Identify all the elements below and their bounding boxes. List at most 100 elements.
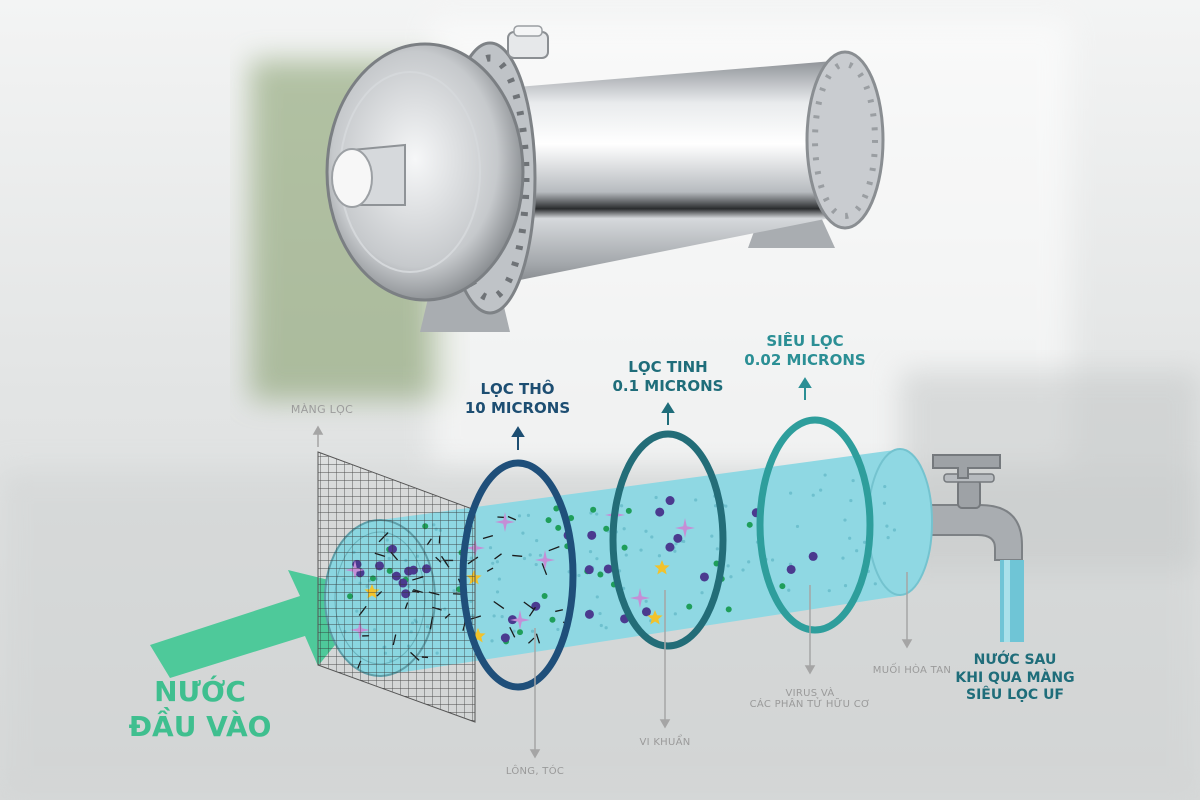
virus-dot xyxy=(500,633,510,643)
micro-dot xyxy=(522,556,527,561)
micro-dot xyxy=(598,611,602,616)
bacteria-dot xyxy=(779,583,786,590)
micro-dot xyxy=(512,629,516,633)
micro-dot xyxy=(787,588,791,592)
micro-dot xyxy=(710,534,714,538)
muoi-hoa-tan-label: MUỐI HÒA TAN xyxy=(872,665,952,676)
ring-coarse xyxy=(459,459,577,691)
virus-dot xyxy=(808,551,818,561)
micro-dot xyxy=(517,514,522,518)
loc-tho-label: LỌC THÔ 10 MICRONS xyxy=(455,380,580,418)
bacteria-dot xyxy=(553,505,560,512)
mang-loc-label: MÀNG LỌC xyxy=(290,403,354,416)
bacteria-dot xyxy=(541,592,548,599)
micro-dot xyxy=(497,577,501,581)
micro-dot xyxy=(841,556,845,560)
micro-dot xyxy=(528,553,532,557)
bacteria-dot xyxy=(713,560,720,567)
micro-dot xyxy=(500,615,504,619)
hair-strand xyxy=(523,601,534,610)
micro-dot xyxy=(490,639,494,643)
bacteria-dot xyxy=(545,517,552,524)
bacteria-dot xyxy=(686,603,693,610)
bacteria-dot xyxy=(603,525,610,532)
long-toc-label: LÔNG, TÓC xyxy=(505,766,565,777)
micro-dot xyxy=(886,535,890,540)
faucet-icon xyxy=(929,454,1024,642)
micro-dot xyxy=(843,518,847,522)
input-line1: NƯỚC xyxy=(154,675,246,708)
micro-dot xyxy=(885,524,889,528)
micro-dot xyxy=(724,504,728,508)
micro-dot xyxy=(654,495,658,500)
loc-tinh-line2: 0.1 MICRONS xyxy=(612,376,724,395)
micro-dot xyxy=(873,582,877,586)
label-arrows xyxy=(312,377,913,759)
bacteria-dot xyxy=(555,524,562,531)
virus-dot xyxy=(584,565,594,575)
virus-dot xyxy=(665,496,675,506)
yellow-particle xyxy=(654,560,670,575)
micro-dot xyxy=(715,547,719,551)
bacteria-dot xyxy=(621,544,628,551)
bacteria-dot xyxy=(725,606,732,613)
micro-dot xyxy=(530,629,535,633)
loc-tho-line1: LỌC THÔ xyxy=(480,380,555,398)
pink-particle xyxy=(630,588,650,608)
micro-dot xyxy=(827,589,831,593)
input-water-label: NƯỚC ĐẦU VÀO xyxy=(110,674,290,744)
hair-strand xyxy=(528,606,536,617)
hair-strand xyxy=(493,600,505,610)
hair-strand xyxy=(541,563,548,576)
hair-strand xyxy=(494,553,502,560)
pink-particle xyxy=(675,518,695,538)
micro-dot xyxy=(535,538,539,543)
hair-strand xyxy=(535,633,541,644)
steel-filter-housing xyxy=(325,25,885,332)
loc-tinh-line1: LỌC TINH xyxy=(628,358,708,376)
micro-dot xyxy=(855,549,859,553)
virus-label: VIRUS VÀ CÁC PHÂN TỬ HỮU CƠ xyxy=(740,688,880,710)
virus-dot xyxy=(673,533,683,543)
micro-dot xyxy=(657,554,662,558)
bacteria-dot xyxy=(568,514,575,521)
virus-dot xyxy=(531,601,541,611)
hair-strand xyxy=(507,515,517,521)
virus-dot xyxy=(655,507,665,517)
micro-dot xyxy=(823,473,827,477)
micro-dot xyxy=(644,529,648,533)
yellow-particle xyxy=(470,628,486,643)
micro-dot xyxy=(595,595,599,599)
micro-dot xyxy=(883,484,887,489)
micro-dot xyxy=(862,540,867,544)
loc-tinh-label: LỌC TINH 0.1 MICRONS xyxy=(603,358,733,396)
hair-strand xyxy=(555,609,563,613)
input-line2: ĐẦU VÀO xyxy=(128,710,272,743)
loc-tho-line2: 10 MICRONS xyxy=(464,398,571,417)
micro-dot xyxy=(849,498,853,503)
micro-dot xyxy=(538,553,543,557)
micro-dot xyxy=(622,586,626,590)
hair-strand xyxy=(527,637,535,644)
micro-dot xyxy=(595,557,599,561)
pink-particle xyxy=(510,610,530,630)
micro-dot xyxy=(639,548,643,552)
micro-dot xyxy=(622,527,626,531)
micro-dot xyxy=(599,623,603,628)
micro-dot xyxy=(673,549,677,553)
output-line3: SIÊU LỌC UF xyxy=(966,687,1064,703)
micro-dot xyxy=(495,590,500,594)
micro-dot xyxy=(713,504,718,508)
hair-strand xyxy=(512,554,523,557)
bacteria-dot xyxy=(597,571,604,578)
micro-dot xyxy=(726,564,730,568)
micro-dot xyxy=(851,478,855,483)
bacteria-dot xyxy=(590,506,597,513)
micro-dot xyxy=(795,524,800,529)
micro-dot xyxy=(495,560,499,564)
bacteria-dot xyxy=(746,521,753,528)
yellow-particle xyxy=(647,610,663,625)
micro-dot xyxy=(556,627,560,632)
micro-dot xyxy=(747,560,751,564)
micro-dot xyxy=(644,599,648,603)
